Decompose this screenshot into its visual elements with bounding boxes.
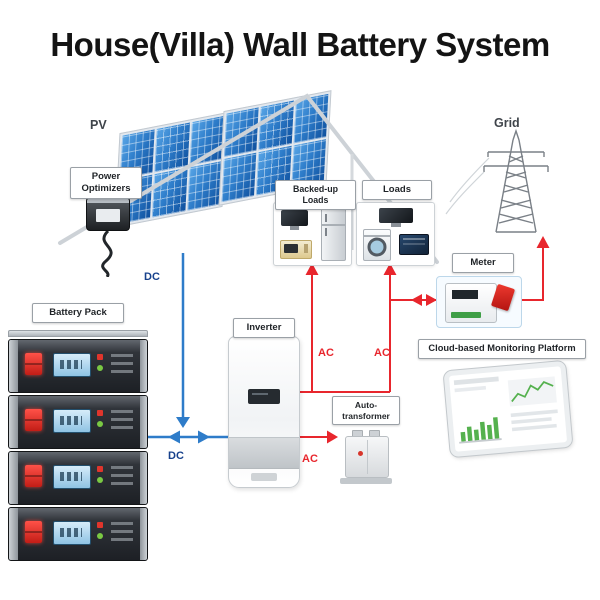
meter-lcd: [452, 290, 478, 299]
inverter-connector: [251, 473, 277, 481]
transmission-tower-icon: [483, 128, 549, 233]
battery-ports: [111, 522, 133, 546]
battery-connector-red: [25, 521, 42, 543]
battery-pack-label: Battery Pack: [32, 303, 124, 323]
battery-ports: [111, 354, 133, 378]
dc-flow-label-battery: DC: [168, 450, 184, 462]
battery-ports: [111, 410, 133, 434]
tablet-dashboard-icon: [443, 360, 573, 458]
inverter-lower-band: [229, 437, 299, 469]
ac-flow-label-backed-up: AC: [318, 347, 334, 359]
tv-icon: [281, 210, 308, 230]
backed-up-loads-box: [273, 202, 352, 266]
meter-device: [436, 276, 522, 328]
meter-label: Meter: [452, 253, 514, 273]
ac-line-loads-to-meter: [390, 294, 437, 306]
battery-led-green: [97, 533, 103, 539]
battery-led-green: [97, 477, 103, 483]
monitor-icon: [399, 234, 429, 255]
auto-transformer-label: Auto-transformer: [332, 396, 400, 426]
page-title: House(Villa) Wall Battery System: [50, 26, 550, 63]
ac-line-inverter-to-loads: [298, 263, 397, 393]
battery-lcd-screen: [53, 465, 91, 489]
dashboard-chart-icon: [453, 376, 558, 444]
optimizer-sticker: [96, 209, 120, 222]
backed-up-loads-label: Backed-up Loads: [275, 180, 356, 210]
optimizer-cable-icon: [101, 229, 113, 278]
battery-unit: [8, 507, 148, 561]
transformer-body: [345, 436, 389, 478]
dc-line-battery-to-inverter: [148, 430, 228, 444]
battery-rack-top: [8, 330, 148, 337]
inverter-label: Inverter: [233, 318, 295, 338]
battery-lcd-screen: [53, 521, 91, 545]
battery-unit: [8, 395, 148, 449]
power-optimizer-body: [86, 197, 130, 231]
meter-body: [445, 283, 497, 323]
power-optimizers-label: Power Optimizers: [70, 167, 142, 199]
washing-machine-icon: [363, 229, 391, 261]
battery-led-red: [97, 522, 103, 528]
battery-led-red: [97, 354, 103, 360]
battery-ports: [111, 466, 133, 490]
microwave-icon: [280, 240, 312, 259]
loads-label: Loads: [362, 180, 432, 200]
ac-flow-label-loads: AC: [374, 347, 390, 359]
transformer-indicator: [358, 451, 363, 456]
battery-led-green: [97, 421, 103, 427]
battery-led-green: [97, 365, 103, 371]
inverter-device: [228, 336, 300, 488]
battery-led-red: [97, 410, 103, 416]
fridge-icon: [321, 208, 346, 261]
power-optimizer-device: [84, 197, 132, 278]
battery-unit: [8, 451, 148, 505]
ac-line-inverter-to-transformer: [298, 430, 338, 444]
power-wires: [445, 157, 490, 215]
battery-connector-red: [25, 409, 42, 431]
battery-lcd-screen: [53, 409, 91, 433]
auto-transformer-device: [338, 428, 394, 484]
inverter-display: [248, 389, 280, 404]
pv-label: PV: [90, 118, 107, 132]
loads-box: [356, 202, 435, 266]
meter-terminal: [451, 312, 481, 318]
cloud-platform-label: Cloud-based Monitoring Platform: [418, 339, 586, 359]
dc-line-pv-to-inverter: [176, 253, 190, 428]
ac-flow-label-transformer: AC: [302, 453, 318, 465]
battery-connector-red: [25, 465, 42, 487]
tv-icon: [379, 208, 413, 227]
dc-flow-label-pv: DC: [144, 271, 160, 283]
battery-lcd-screen: [53, 353, 91, 377]
battery-unit: [8, 339, 148, 393]
battery-pack-device: [8, 330, 148, 561]
ac-line-meter-to-grid: [520, 236, 550, 301]
transformer-base: [340, 478, 392, 484]
grid-label: Grid: [494, 116, 520, 130]
battery-led-red: [97, 466, 103, 472]
battery-connector-red: [25, 353, 42, 375]
